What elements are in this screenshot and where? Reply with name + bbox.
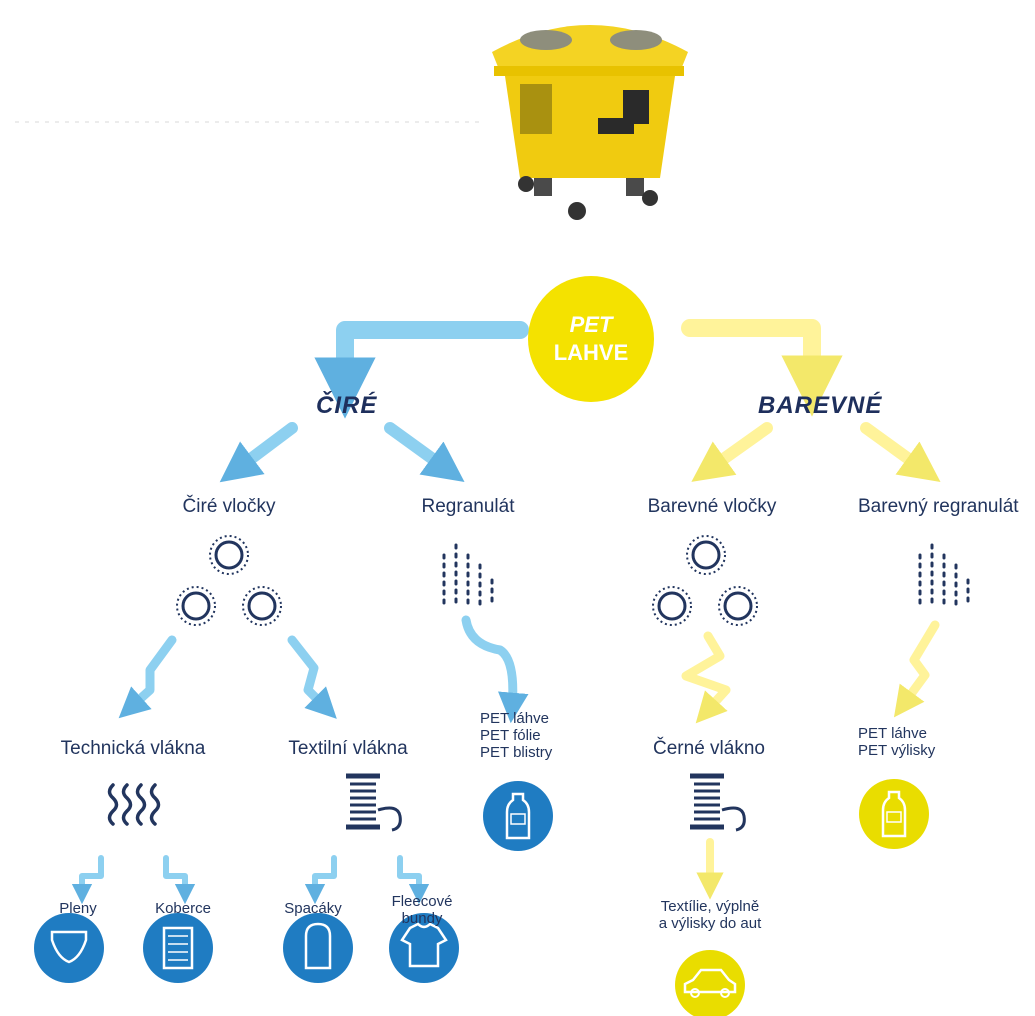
arrow-diapers bbox=[71, 855, 104, 905]
arrow-regranulate bbox=[384, 422, 465, 482]
diapers-label: Pleny bbox=[59, 900, 97, 917]
car-products-label: Textílie, výplně a výlisky do aut bbox=[658, 898, 762, 932]
carpet-badge bbox=[143, 913, 213, 983]
spool-icon bbox=[690, 773, 746, 832]
arrow-to-colored bbox=[681, 319, 843, 417]
arrow-to-clear bbox=[314, 321, 529, 419]
arrow-sleeping-bags bbox=[304, 855, 337, 905]
carpets-label: Koberce bbox=[155, 900, 211, 917]
colored-heading: BAREVNÉ bbox=[758, 392, 883, 419]
colored-regranulate-products: PET láhve PET výlisky bbox=[858, 725, 936, 759]
colored-regranulate-label: Barevný regranulát bbox=[858, 496, 1019, 517]
center-label-line1: PET bbox=[569, 312, 613, 337]
colored-flakes-label: Barevné vločky bbox=[647, 496, 777, 517]
clear-flakes-label: Čiré vločky bbox=[182, 496, 276, 517]
fibers-icon bbox=[107, 783, 161, 826]
clear-flakes-icon bbox=[176, 535, 282, 626]
spool-icon bbox=[346, 773, 402, 832]
clear-granulate-icon bbox=[442, 543, 494, 607]
pet-bottles-circle: PET LAHVE bbox=[528, 276, 654, 402]
center-label-line2: LAHVE bbox=[553, 340, 629, 365]
arrow-colored-products bbox=[893, 620, 940, 718]
arrow-black-fiber bbox=[681, 631, 731, 724]
colored-flakes-icon bbox=[652, 535, 758, 626]
bottle-badge bbox=[859, 779, 929, 849]
regranulate-label: Regranulát bbox=[421, 496, 515, 517]
arrow-textile-fibers bbox=[287, 635, 337, 719]
regranulate-products: PET láhve PET fólie PET blistry bbox=[480, 710, 553, 761]
sleeping-bags-label: Spacáky bbox=[284, 900, 342, 917]
technical-fibers-label: Technická vlákna bbox=[60, 738, 206, 759]
recycling-bin-illustration bbox=[492, 25, 688, 220]
sleeping-bag-badge bbox=[283, 913, 353, 983]
fleece-jackets-label: Fleecové bundy bbox=[391, 893, 453, 927]
clear-heading: ČIRÉ bbox=[316, 392, 378, 419]
colored-granulate-icon bbox=[918, 543, 970, 607]
bottle-badge bbox=[483, 781, 553, 851]
arrow-fleece-jackets bbox=[397, 855, 430, 905]
arrow-clear-flakes bbox=[219, 422, 298, 483]
car-badge bbox=[675, 950, 745, 1016]
arrow-colored-flakes bbox=[691, 422, 773, 482]
textile-fibers-label: Textilní vlákna bbox=[288, 738, 408, 759]
arrow-colored-regranulate bbox=[860, 422, 941, 482]
jacket-badge bbox=[389, 913, 459, 983]
diaper-badge bbox=[34, 913, 104, 983]
arrow-regranulate-products bbox=[461, 615, 529, 724]
arrow-technical-fibers bbox=[118, 635, 177, 719]
arrow-carpets bbox=[163, 855, 196, 905]
black-fiber-label: Černé vlákno bbox=[653, 738, 765, 759]
